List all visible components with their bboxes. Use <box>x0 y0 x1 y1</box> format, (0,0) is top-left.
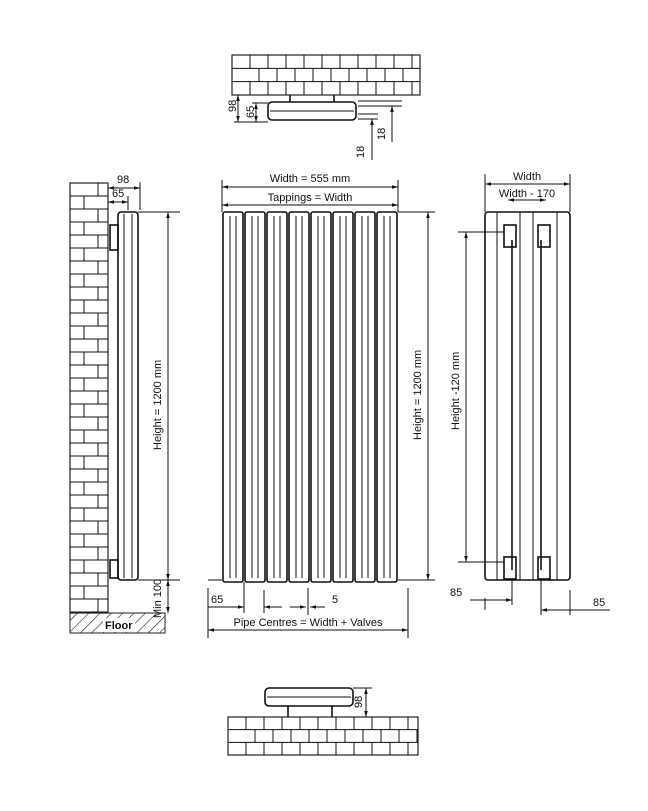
radiator-column <box>244 211 266 583</box>
radiator-bottom-view <box>264 687 354 707</box>
radiator-top-view <box>267 101 357 121</box>
min-floor-label: Min 100 <box>152 579 164 618</box>
tappings-label: Tappings = Width <box>268 192 353 204</box>
side-dim-65: 65 <box>112 188 124 200</box>
top-bracket-left <box>503 224 517 248</box>
side-view: Floor 98 65 Height = 1200 mm Min 100 <box>69 174 180 634</box>
back-view: Width Width - 170 Height -120 mm 85 85 <box>450 171 610 615</box>
back-dim-85-left: 85 <box>450 587 462 599</box>
pipe-centres-label: Pipe Centres = Width + Valves <box>234 617 383 629</box>
radiator-column <box>354 211 376 583</box>
floor-label: Floor <box>105 620 133 632</box>
top-dim-65: 65 <box>245 106 257 118</box>
radiator-column <box>310 211 332 583</box>
radiator-side-view <box>117 211 139 581</box>
bottom-view: 98 <box>227 687 419 756</box>
wall-side-view <box>69 182 109 614</box>
wall-bottom-view <box>227 716 419 756</box>
back-width-label: Width <box>513 171 541 183</box>
front-view: Width = 555 mm Tappings = Width Height =… <box>207 173 435 638</box>
back-width-minus-label: Width - 170 <box>499 188 555 200</box>
front-dim-5: 5 <box>332 594 338 606</box>
top-dim-18-b: 18 <box>376 128 388 140</box>
back-height-label: Height -120 mm <box>450 352 462 430</box>
front-height-label: Height = 1200 mm <box>412 350 424 440</box>
radiator-column <box>222 211 244 583</box>
bottom-bracket-right <box>537 556 551 580</box>
wall-top-view <box>231 54 421 96</box>
radiator-column <box>376 211 398 583</box>
top-dim-18-a: 18 <box>355 146 367 158</box>
radiator-column <box>332 211 354 583</box>
side-dim-98: 98 <box>117 174 129 186</box>
radiator-column <box>266 211 288 583</box>
top-dim-98: 98 <box>227 100 239 112</box>
back-dim-85-right: 85 <box>593 597 605 609</box>
bottom-dim-98: 98 <box>353 696 365 708</box>
side-height-label: Height = 1200 mm <box>152 360 164 450</box>
front-dim-65: 65 <box>211 594 223 606</box>
front-width-label: Width = 555 mm <box>270 173 350 185</box>
top-bracket-right <box>537 224 551 248</box>
radiator-column <box>288 211 310 583</box>
radiator-front-columns <box>222 211 398 583</box>
bottom-bracket-left <box>503 556 517 580</box>
top-view: 98 65 18 18 <box>227 54 421 160</box>
